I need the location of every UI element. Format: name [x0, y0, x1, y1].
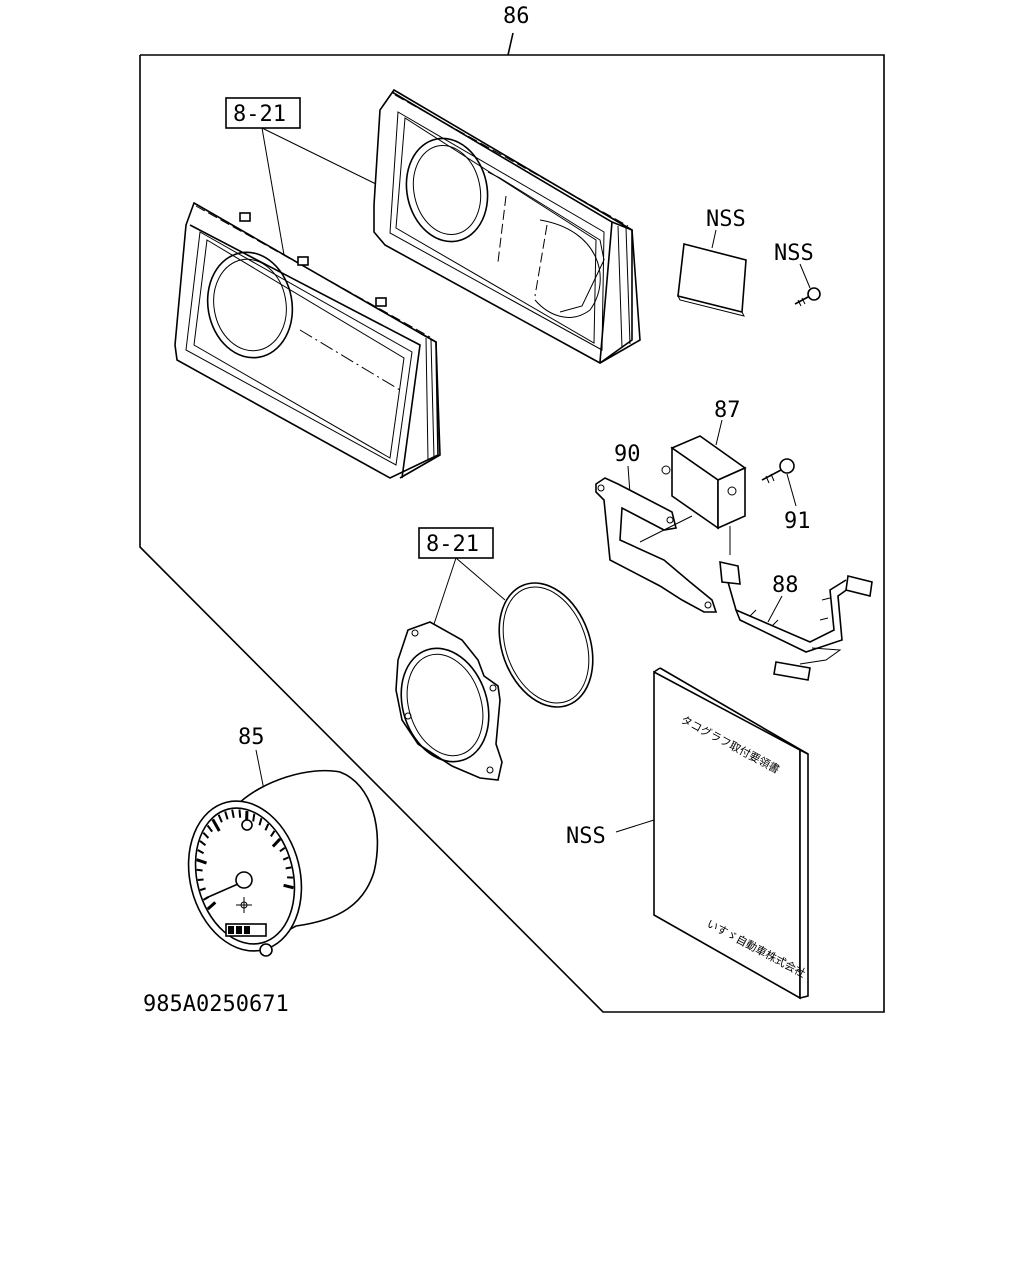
tachograph-meter-85: 85 [187, 725, 379, 957]
mounting-ring [395, 621, 503, 781]
meter-tick [264, 823, 270, 831]
label-nss-screw: NSS [774, 241, 814, 266]
meter-tick [285, 866, 292, 870]
nss-screw: NSS [774, 241, 821, 307]
ref-8-21-lower: 8-21 [418, 527, 506, 631]
label-nss-manual: NSS [566, 824, 606, 849]
meter-tick [271, 837, 282, 848]
ref-8-21-top: 8-21 [225, 97, 381, 256]
screw-91: 91 [761, 458, 811, 534]
label-91: 91 [784, 509, 811, 534]
meter-ticks [196, 809, 294, 911]
meter-tick [238, 809, 242, 818]
meter-tick [279, 846, 286, 853]
meter-tick [199, 840, 207, 847]
label-nss-pad: NSS [706, 207, 746, 232]
meter-tick [270, 830, 276, 837]
bezel-rear [373, 88, 641, 364]
label-8-21-top: 8-21 [233, 102, 286, 127]
label-90: 90 [614, 442, 641, 467]
label-85: 85 [238, 725, 265, 750]
meter-tick [252, 813, 256, 822]
meter-tick [202, 832, 210, 839]
meter-tick [196, 868, 203, 872]
label-86: 86 [503, 4, 530, 29]
meter-tick [206, 901, 217, 911]
nss-pad: NSS [677, 207, 747, 317]
bezel-front [174, 201, 441, 479]
label-87: 87 [714, 398, 741, 423]
meter-tick [258, 817, 263, 826]
manual-booklet: NSS タコグラフ取付要領書 いすゞ自動車株式会社 [566, 667, 809, 1000]
gasket-ring [498, 582, 594, 708]
bracket-90: 90 [595, 442, 718, 613]
module-87: 87 [661, 398, 747, 555]
meter-tick [282, 856, 289, 861]
meter-tick [196, 858, 207, 865]
meter-tick [199, 887, 206, 892]
meter-tick [197, 849, 205, 855]
meter-tick [231, 809, 235, 819]
meter-tick [206, 824, 213, 833]
drawing-number: 985A0250671 [143, 992, 289, 1017]
label-8-21-lower: 8-21 [426, 532, 479, 557]
label-88: 88 [772, 573, 799, 598]
assembly-frame: 86 [139, 4, 885, 1013]
harness-88: 88 [719, 560, 873, 681]
meter-tick [217, 814, 223, 823]
meter-tick [211, 818, 221, 832]
meter-tick [283, 883, 294, 890]
meter-tick [224, 811, 229, 820]
